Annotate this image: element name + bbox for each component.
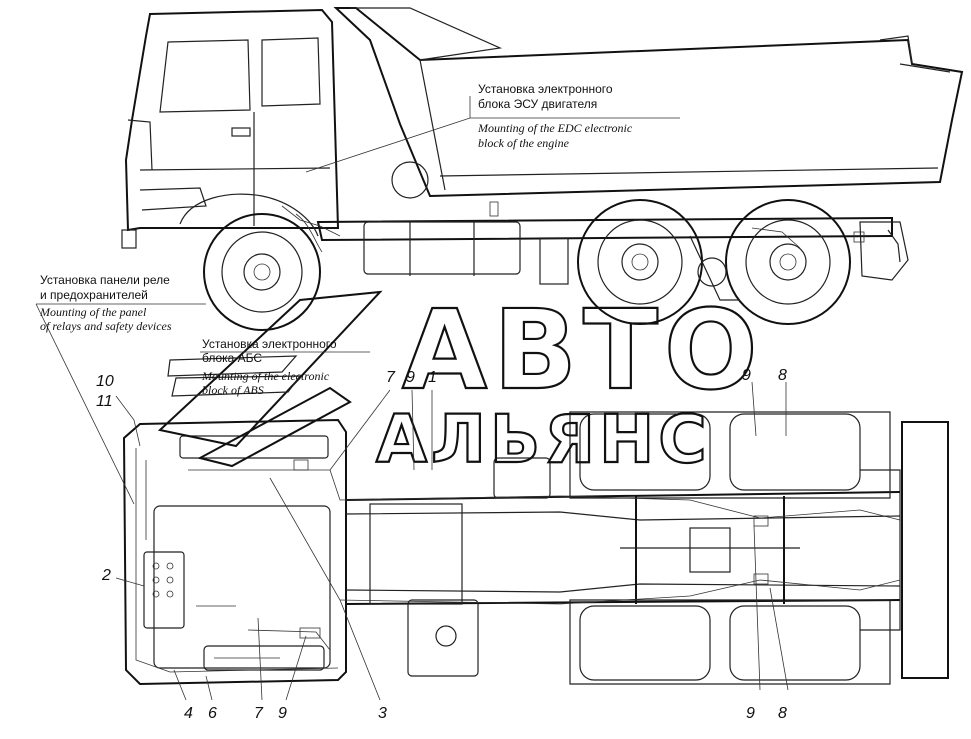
callout-2: 2 <box>101 567 111 584</box>
fuel-tank-top <box>407 599 479 677</box>
chassis-frame <box>316 216 893 242</box>
leader-lines <box>35 96 789 701</box>
abs-label-ru-2: блока АБС <box>202 351 262 365</box>
abs-label: Установка электронного блока АБС Mountin… <box>201 337 337 397</box>
watermark-swoosh-2 <box>197 386 352 468</box>
dump-body-outline <box>333 7 964 198</box>
front-light <box>121 229 137 249</box>
callout-8-right-bottom: 8 <box>778 705 787 722</box>
relay-label-ru-2: и предохранителей <box>40 288 148 302</box>
callout-9-right-top: 9 <box>742 367 751 384</box>
relay-label-ru-1: Установка панели реле <box>40 273 170 287</box>
callout-6: 6 <box>208 705 217 722</box>
abs-label-en-1: Mounting of the electronic <box>201 369 330 383</box>
callout-7-bottom: 7 <box>254 705 264 722</box>
relay-panel-label: Установка панели реле и предохранителей … <box>39 273 172 333</box>
callout-9-right-bottom: 9 <box>746 705 755 722</box>
callout-8-right-top: 8 <box>778 367 787 384</box>
cab-outline <box>124 8 340 232</box>
abs-label-ru-1: Установка электронного <box>202 337 337 351</box>
watermark: АВТО АЛЬЯНС <box>157 285 764 479</box>
callout-11: 11 <box>96 393 113 410</box>
front-wheel <box>203 213 321 331</box>
callout-10: 10 <box>96 373 114 390</box>
frame-rails-top <box>345 491 901 605</box>
abs-label-en-2: block of ABS <box>202 383 264 397</box>
rear-bumper <box>901 421 949 679</box>
ecu-label: Установка электронного блока ЭСУ двигате… <box>477 82 633 150</box>
ecu-label-ru-2: блока ЭСУ двигателя <box>478 97 597 111</box>
door-handle <box>231 127 251 137</box>
callout-numbers: 10 11 2 4 6 7 9 3 9 8 7 9 1 9 8 <box>96 367 787 722</box>
callout-3: 3 <box>378 705 387 722</box>
relay-panel <box>143 551 185 629</box>
callout-1-top: 1 <box>428 369 437 386</box>
ecu-cylinder <box>391 161 429 199</box>
watermark-swoosh-1 <box>157 290 383 448</box>
watermark-line1: АВТО <box>402 286 764 414</box>
callout-9-top: 9 <box>406 369 415 386</box>
cab-door-window <box>159 39 251 113</box>
ecu-label-en-1: Mounting of the EDC electronic <box>477 121 633 135</box>
callout-9-bottom: 9 <box>278 705 287 722</box>
watermark-line2: АЛЬЯНС <box>376 401 711 478</box>
truck-side-view <box>121 7 964 331</box>
fuel-tank <box>363 221 521 275</box>
callout-4: 4 <box>184 705 193 722</box>
abs-block-top <box>179 435 329 459</box>
callout-7-top: 7 <box>386 369 396 386</box>
relay-label-en-2: of relays and safety devices <box>40 319 172 333</box>
ecu-label-en-2: block of the engine <box>478 136 570 150</box>
truck-top-view <box>122 411 949 686</box>
relay-label-en-1: Mounting of the panel <box>39 305 147 319</box>
middle-rear-wheel <box>577 199 703 325</box>
front-fender <box>179 193 319 237</box>
ecu-label-ru-1: Установка электронного <box>478 82 613 96</box>
last-rear-wheel <box>725 199 851 325</box>
cab-top-outline <box>122 418 347 686</box>
cab-side-window <box>261 37 321 107</box>
rear-axles-top <box>569 411 891 685</box>
